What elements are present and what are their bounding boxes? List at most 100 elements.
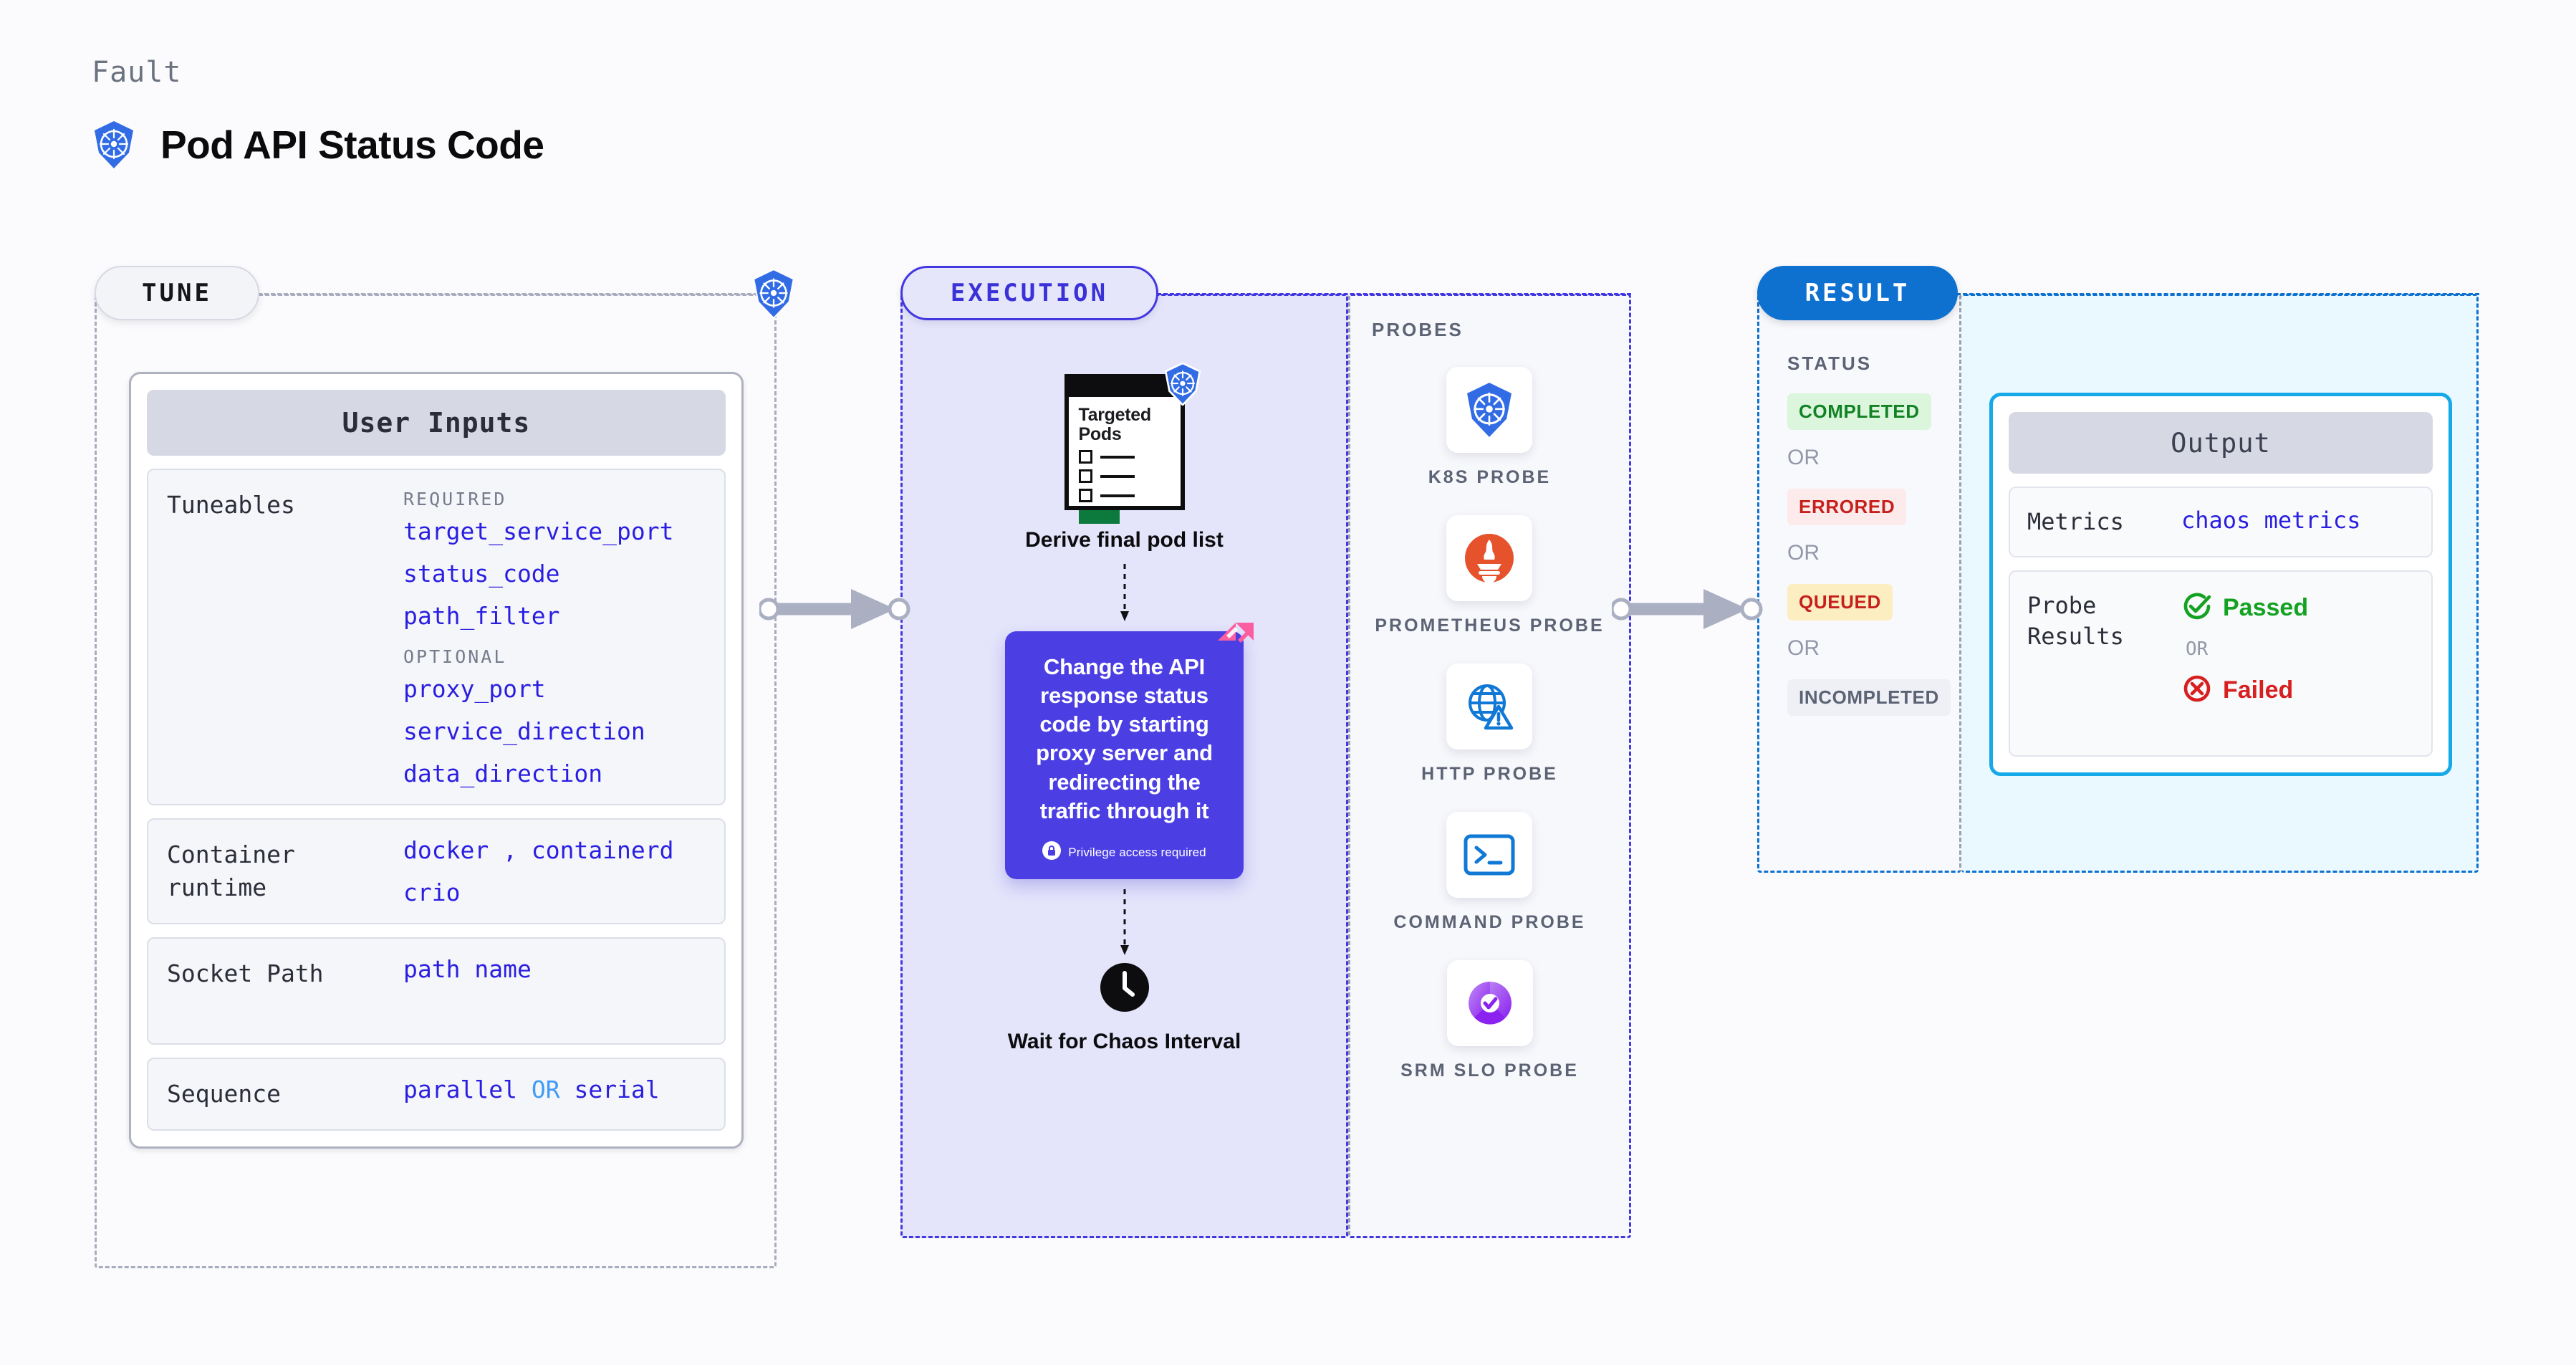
tuneable-status-code[interactable]: status_code xyxy=(403,560,560,588)
status-title: STATUS xyxy=(1787,353,1873,374)
runtime-crio[interactable]: crio xyxy=(403,878,461,906)
pod-list-item xyxy=(1078,469,1181,483)
tuneable-proxy-port[interactable]: proxy_port xyxy=(403,675,546,703)
pod-list-item xyxy=(1078,450,1181,464)
tune-leader-line xyxy=(258,293,777,295)
targeted-pods-title-line2: Pods xyxy=(1078,424,1122,444)
checkbox-icon xyxy=(1078,489,1092,502)
x-circle-icon xyxy=(2181,673,2213,708)
derive-pod-list-label: Derive final pod list xyxy=(1025,528,1224,552)
probe-item-command[interactable]: COMMAND PROBE xyxy=(1393,812,1585,934)
probe-item-k8s[interactable]: K8S PROBE xyxy=(1428,367,1551,489)
status-badge-errored: ERRORED xyxy=(1787,489,1907,525)
output-title: Output xyxy=(2009,412,2433,474)
probe-label: HTTP PROBE xyxy=(1421,764,1558,784)
sequence-parallel[interactable]: parallel xyxy=(403,1076,517,1103)
line-placeholder xyxy=(1100,455,1135,459)
pod-list-item xyxy=(1078,489,1181,502)
result-status-column: STATUS COMPLETED OR ERRORED OR QUEUED OR… xyxy=(1757,294,1961,716)
probe-label: COMMAND PROBE xyxy=(1393,912,1586,932)
check-circle-icon xyxy=(2181,590,2213,626)
page-title-row: Pod API Status Code xyxy=(92,120,544,169)
runtime-docker[interactable]: docker xyxy=(403,836,489,864)
chaos-ribbon-icon xyxy=(1216,621,1255,661)
sequence-label: Sequence xyxy=(167,1080,281,1108)
metrics-row: Metrics chaos metrics xyxy=(2009,487,2433,557)
probe-results-row: Probe Results Passed OR xyxy=(2009,570,2433,757)
chaos-action-card[interactable]: Change the API response status code by s… xyxy=(1005,622,1254,880)
result-leader-line xyxy=(1956,293,2479,295)
probe-results-label: Probe Results xyxy=(2027,591,2124,650)
status-badge-incompleted: INCOMPLETED xyxy=(1787,679,1951,716)
progress-bar-indicator xyxy=(1078,510,1120,524)
container-runtime-label: Container runtime xyxy=(167,840,295,901)
socket-path-value[interactable]: path name xyxy=(403,955,532,983)
status-badge-queued: QUEUED xyxy=(1787,584,1893,621)
probe-item-http[interactable]: HTTP PROBE xyxy=(1421,664,1558,786)
clock-icon xyxy=(1100,962,1150,1016)
pod-list-window: Targeted Pods xyxy=(1064,374,1185,524)
probe-result-or-label: OR xyxy=(2186,638,2209,660)
kubernetes-icon xyxy=(1163,362,1203,409)
required-group-heading: REQUIRED xyxy=(403,489,507,509)
checkbox-icon xyxy=(1078,469,1092,483)
lock-icon xyxy=(1042,841,1062,863)
probe-label: K8S PROBE xyxy=(1428,467,1552,487)
result-section-pill[interactable]: RESULT xyxy=(1757,266,1958,320)
runtime-containerd[interactable]: containerd xyxy=(531,836,674,864)
chaos-action-text: Change the API response status code by s… xyxy=(1036,653,1213,824)
user-inputs-card: User Inputs Tuneables REQUIRED target_se… xyxy=(129,372,744,1149)
execution-to-result-connector xyxy=(1612,589,1763,629)
kubernetes-icon xyxy=(750,268,797,322)
status-or-label: OR xyxy=(1787,541,1820,565)
metrics-value[interactable]: chaos metrics xyxy=(2181,507,2361,534)
probe-result-passed: Passed xyxy=(2181,590,2308,626)
kubernetes-icon xyxy=(92,120,136,169)
page-title: Pod API Status Code xyxy=(160,123,544,167)
sequence-serial[interactable]: serial xyxy=(574,1076,660,1103)
globe-warning-icon xyxy=(1446,664,1533,749)
output-panel: Output Metrics chaos metrics Probe Resul… xyxy=(1989,393,2452,776)
passed-label: Passed xyxy=(2223,593,2309,621)
terminal-icon xyxy=(1446,812,1533,898)
tuneables-label: Tuneables xyxy=(167,491,295,519)
sequence-values: parallel OR serial xyxy=(403,1078,706,1101)
failed-label: Failed xyxy=(2223,676,2294,704)
probe-label: PROMETHEUS PROBE xyxy=(1375,616,1605,636)
line-placeholder xyxy=(1100,474,1135,478)
container-runtime-row: Container runtime docker , containerd cr… xyxy=(147,818,726,924)
flow-arrow-down xyxy=(1120,563,1129,621)
tuneable-service-direction[interactable]: service_direction xyxy=(403,717,645,745)
probe-item-srm-slo[interactable]: SRM SLO PROBE xyxy=(1400,960,1579,1083)
tuneable-target-service-port[interactable]: target_service_port xyxy=(403,517,674,545)
container-runtime-values-line-1: docker , containerd xyxy=(403,838,706,862)
socket-path-row: Socket Path path name xyxy=(147,937,726,1045)
kubernetes-icon xyxy=(1446,367,1533,453)
wait-chaos-interval-label: Wait for Chaos Interval xyxy=(1007,1030,1241,1054)
line-placeholder xyxy=(1100,494,1135,497)
execution-section-pill[interactable]: EXECUTION xyxy=(900,266,1158,320)
tune-section-pill[interactable]: TUNE xyxy=(95,266,259,320)
tuneables-row: Tuneables REQUIRED target_service_port s… xyxy=(147,469,726,805)
tune-to-execution-connector xyxy=(759,589,910,629)
checkbox-icon xyxy=(1078,450,1092,464)
socket-path-label: Socket Path xyxy=(167,959,324,987)
sequence-or: OR xyxy=(531,1076,560,1103)
tuneable-data-direction[interactable]: data_direction xyxy=(403,760,603,787)
runtime-separator: , xyxy=(503,836,517,864)
probes-title: PROBES xyxy=(1372,319,1464,340)
privilege-note-text: Privilege access required xyxy=(1068,845,1206,859)
tuneable-path-filter[interactable]: path_filter xyxy=(403,602,560,630)
result-status-region xyxy=(1757,294,1961,873)
privilege-note: Privilege access required xyxy=(1024,841,1225,863)
probe-item-prometheus[interactable]: PROMETHEUS PROBE xyxy=(1375,515,1604,638)
probe-label: SRM SLO PROBE xyxy=(1400,1060,1579,1081)
flow-arrow-down xyxy=(1120,889,1129,956)
probes-column: PROBES K8S PROBE xyxy=(1348,294,1631,1238)
optional-group-heading: OPTIONAL xyxy=(403,646,507,667)
metrics-label: Metrics xyxy=(2027,508,2124,535)
targeted-pods-illustration: Targeted Pods xyxy=(1064,362,1201,524)
execution-leader-line xyxy=(1157,293,1631,295)
probe-result-failed: Failed xyxy=(2181,673,2308,708)
